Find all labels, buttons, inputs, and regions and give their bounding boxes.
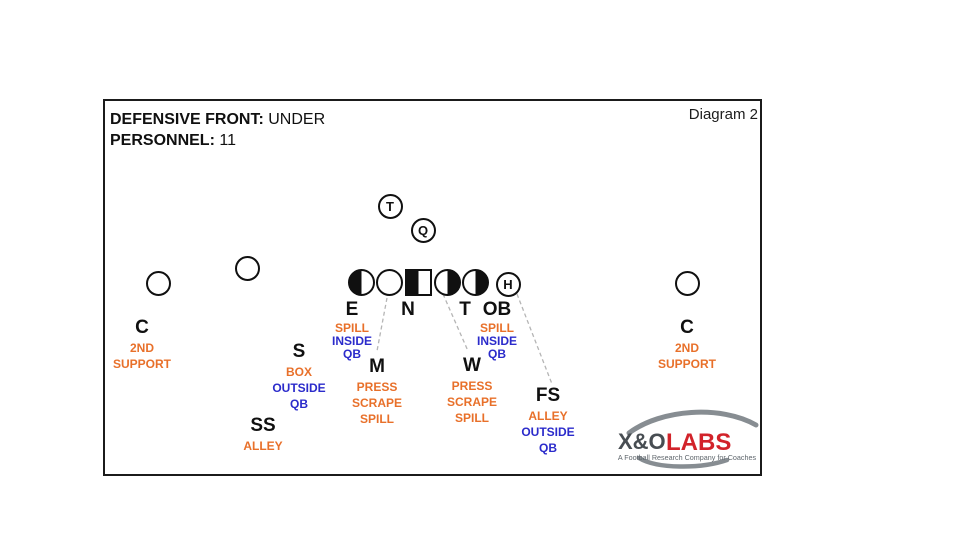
defender-will-label: W — [463, 355, 481, 376]
personnel-heading: PERSONNEL: 11 — [110, 132, 236, 150]
defender-strong-safety-assignments: ALLEY — [243, 438, 282, 454]
defender-corner-left-assignments: 2ND SUPPORT — [113, 340, 171, 372]
personnel-value: 11 — [219, 132, 236, 149]
defender-end-label: E — [345, 299, 359, 320]
assignment-text: BOX — [285, 365, 312, 379]
defender-sam-label: S — [292, 341, 306, 362]
defensive-front-label: DEFENSIVE FRONT: — [110, 111, 264, 128]
offense-quarterback: Q — [410, 217, 436, 243]
assignment-text: SCRAPE — [351, 396, 403, 410]
defender-corner-right-assignments: 2ND SUPPORT — [658, 340, 716, 372]
assignment-text: PRESS — [451, 379, 493, 393]
assignment-text: OUTSIDE — [521, 425, 575, 439]
assignment-text: SPILL — [479, 321, 515, 335]
assignment-text: 2ND — [674, 341, 700, 355]
defender-nose: N — [401, 299, 415, 320]
assignment-text: PRESS — [356, 380, 398, 394]
defensive-front-heading: DEFENSIVE FRONT: UNDER — [110, 111, 325, 129]
offense-left-tackle — [347, 268, 375, 296]
assignment-text: 2ND — [129, 341, 155, 355]
assignment-text: ALLEY — [243, 439, 283, 453]
defender-mike-label: M — [369, 356, 385, 377]
assignment-text: ALLEY — [528, 409, 568, 423]
offense-right-guard — [433, 268, 461, 296]
defender-sam: S BOX OUTSIDE QB — [272, 341, 325, 412]
defender-tackle: T — [459, 299, 471, 320]
defender-outside-backer-label: OB — [482, 299, 512, 320]
defender-free-safety: FS ALLEY OUTSIDE QB — [521, 385, 574, 456]
defender-will: W PRESS SCRAPE SPILL — [447, 355, 497, 426]
assignment-text: OUTSIDE — [272, 381, 326, 395]
defender-free-safety-assignments: ALLEY OUTSIDE QB — [521, 408, 574, 456]
assignment-text: SPILL — [359, 412, 395, 426]
assignment-text: QB — [487, 347, 506, 361]
defender-tackle-label: T — [459, 299, 471, 320]
assignment-text: QB — [342, 347, 361, 361]
xo-labs-logo: X&O LABS A Football Research Company for… — [618, 409, 759, 469]
defender-sam-assignments: BOX OUTSIDE QB — [272, 364, 325, 412]
offense-left-guard — [375, 268, 403, 296]
offense-h-back: H — [495, 271, 521, 297]
defender-free-safety-label: FS — [535, 385, 561, 406]
defender-corner-right-label: C — [680, 317, 694, 338]
offense-slot-receiver — [234, 255, 260, 281]
personnel-label: PERSONNEL: — [110, 132, 215, 149]
defender-strong-safety: SS ALLEY — [243, 415, 282, 454]
assignment-text: QB — [290, 397, 308, 411]
logo-tagline: A Football Research Company for Coaches — [618, 453, 757, 462]
assignment-text: INSIDE — [476, 334, 518, 348]
assignment-text: SPILL — [454, 411, 490, 425]
diagram-border-box — [103, 99, 762, 476]
offense-receiver-left — [145, 270, 171, 296]
defender-mike: M PRESS SCRAPE SPILL — [352, 356, 402, 427]
offense-receiver-right — [674, 270, 700, 296]
logo-brand-right: LABS — [666, 429, 731, 456]
defender-mike-assignments: PRESS SCRAPE SPILL — [352, 379, 402, 427]
assignment-text: SPILL — [334, 321, 370, 335]
diagram-number: Diagram 2 — [688, 106, 758, 123]
defender-corner-left-label: C — [135, 317, 149, 338]
assignment-text: INSIDE — [331, 334, 373, 348]
logo-swoosh-bottom — [636, 455, 730, 469]
assignment-text: SCRAPE — [446, 395, 498, 409]
assignment-text: QB — [539, 441, 557, 455]
logo-swoosh-top — [626, 409, 759, 436]
offense-center — [404, 268, 432, 296]
defender-will-assignments: PRESS SCRAPE SPILL — [447, 378, 497, 426]
defender-corner-left: C 2ND SUPPORT — [113, 317, 171, 372]
defender-corner-right: C 2ND SUPPORT — [658, 317, 716, 372]
offense-tailback: T — [377, 193, 403, 219]
defender-nose-label: N — [401, 299, 415, 320]
defensive-front-value: UNDER — [268, 111, 326, 128]
assignment-text: SUPPORT — [657, 357, 717, 371]
offense-right-tackle — [461, 268, 489, 296]
defender-strong-safety-label: SS — [250, 415, 276, 436]
assignment-text: SUPPORT — [112, 357, 172, 371]
logo-brand-left: X&O — [618, 429, 666, 454]
